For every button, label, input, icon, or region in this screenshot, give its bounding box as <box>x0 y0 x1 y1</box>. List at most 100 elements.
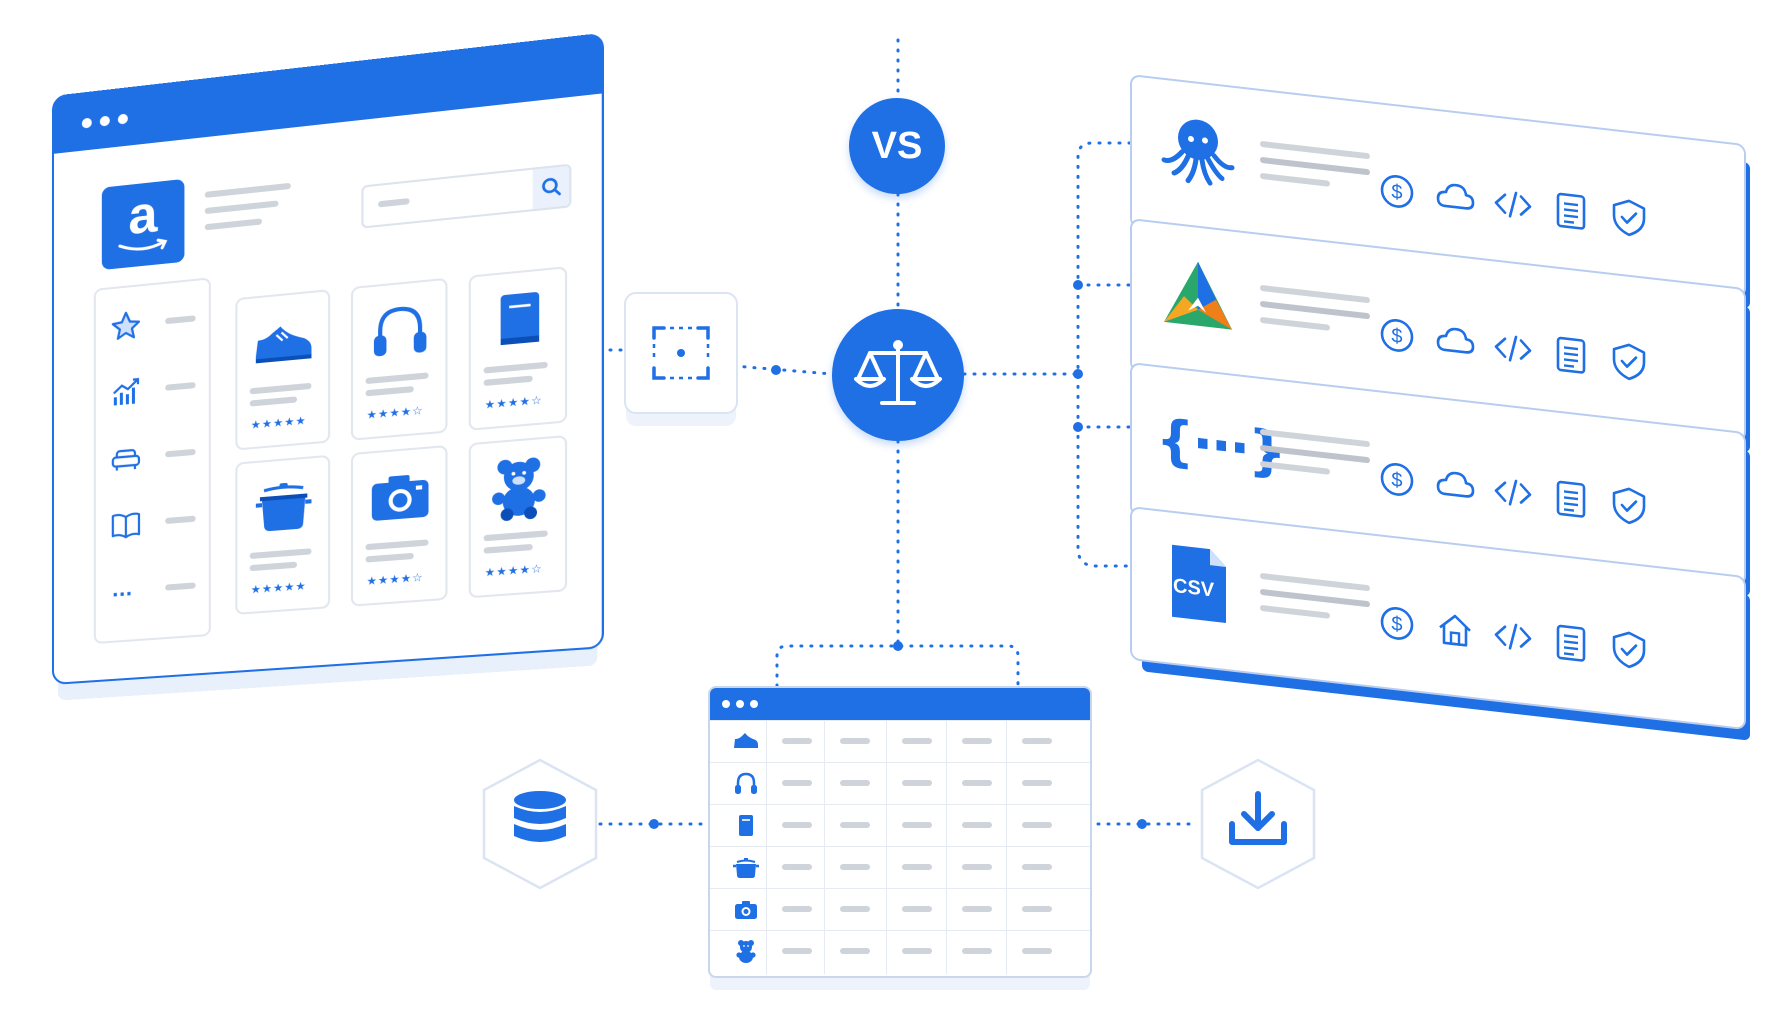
table-row[interactable] <box>710 762 1090 803</box>
shield-check-icon <box>1608 626 1650 673</box>
download-icon <box>1196 756 1320 892</box>
table-cell-placeholder <box>902 738 932 744</box>
database-icon <box>478 756 602 892</box>
sofa-icon <box>110 441 142 476</box>
window-dot <box>722 700 730 708</box>
open-book-icon <box>110 508 142 543</box>
headphones-icon <box>732 770 760 798</box>
camera-icon <box>366 460 435 533</box>
amazon-logo[interactable]: a <box>102 179 185 270</box>
title-placeholder <box>205 183 291 198</box>
product-card[interactable]: ★★★★★ <box>235 455 330 615</box>
sidebar-item-home-goods[interactable] <box>110 432 199 480</box>
product-card[interactable]: ★★★★☆ <box>469 266 567 431</box>
product-rating: ★★★★☆ <box>485 393 543 412</box>
table-cell-placeholder <box>782 780 812 786</box>
table-cell-placeholder <box>840 738 870 744</box>
compare-node[interactable] <box>832 309 964 441</box>
tool-desc-placeholder <box>1260 157 1370 176</box>
table-cell-placeholder <box>902 864 932 870</box>
product-card[interactable]: ★★★★☆ <box>469 435 567 598</box>
table-cell-placeholder <box>962 822 992 828</box>
tool-name-placeholder <box>1260 141 1370 160</box>
cloud-icon <box>1434 175 1476 222</box>
balance-scale-icon <box>832 309 964 441</box>
sidebar-item-trending[interactable] <box>110 366 199 414</box>
document-icon <box>1550 188 1592 235</box>
table-cell-placeholder <box>902 948 932 954</box>
product-title-placeholder <box>366 372 429 384</box>
product-card[interactable]: ★★★★☆ <box>351 445 448 607</box>
table-cell-placeholder <box>782 948 812 954</box>
tool-name-placeholder <box>1260 285 1370 304</box>
book-icon <box>732 812 760 840</box>
table-cell-placeholder <box>782 906 812 912</box>
database-node[interactable] <box>478 756 602 892</box>
table-row[interactable] <box>710 804 1090 845</box>
octopus-logo <box>1156 105 1240 199</box>
download-node[interactable] <box>1196 756 1320 892</box>
product-rating: ★★★★★ <box>251 414 307 432</box>
table-cell-placeholder <box>1022 738 1052 744</box>
csv-file-logo: CSV <box>1156 537 1240 631</box>
table-cell-placeholder <box>962 780 992 786</box>
tool-desc-placeholder <box>1260 317 1330 331</box>
svg-text:$: $ <box>1391 325 1402 348</box>
table-cell-placeholder <box>1022 822 1052 828</box>
product-title-placeholder <box>250 396 297 406</box>
shield-check-icon <box>1608 482 1650 529</box>
code-icon <box>1492 469 1534 516</box>
vs-badge: VS <box>849 98 945 194</box>
product-rating: ★★★★★ <box>251 579 307 596</box>
table-cell-placeholder <box>902 780 932 786</box>
cloud-icon <box>1434 319 1476 366</box>
table-cell-placeholder <box>962 864 992 870</box>
table-row[interactable] <box>710 930 1090 971</box>
product-card[interactable]: ★★★★★ <box>235 289 330 450</box>
storefront-window: a <box>52 33 604 685</box>
teddy-bear-icon <box>484 451 555 525</box>
sidebar-item-label <box>165 582 195 590</box>
title-placeholder <box>205 218 262 230</box>
svg-text:$: $ <box>1391 613 1402 636</box>
table-cell-placeholder <box>782 864 812 870</box>
cooking-pot-icon <box>732 854 760 882</box>
sidebar-item-label <box>165 315 195 324</box>
camera-icon <box>732 896 760 924</box>
sidebar-item-favorites[interactable] <box>110 299 199 348</box>
dollar-icon: $ <box>1376 600 1418 647</box>
sidebar-item-more[interactable]: ... <box>110 566 199 613</box>
csv-label: CSV <box>1173 575 1214 603</box>
product-title-placeholder <box>484 544 533 554</box>
table-row[interactable] <box>710 846 1090 887</box>
search-button[interactable] <box>533 166 570 209</box>
tool-desc-placeholder <box>1260 589 1370 608</box>
product-title-placeholder <box>250 383 312 395</box>
product-rating: ★★★★☆ <box>367 571 424 589</box>
tool-desc-placeholder <box>1260 173 1330 187</box>
more-icon: ... <box>112 579 133 602</box>
document-icon <box>1550 620 1592 667</box>
table-row[interactable] <box>710 720 1090 761</box>
tool-name-placeholder <box>1260 573 1370 592</box>
book-icon <box>484 282 555 357</box>
window-dot <box>736 700 744 708</box>
product-rating: ★★★★☆ <box>485 562 543 580</box>
category-sidebar: ... <box>94 277 211 644</box>
search-placeholder <box>378 198 409 207</box>
shoe-icon <box>250 305 318 379</box>
search-input[interactable] <box>361 164 571 229</box>
table-row[interactable] <box>710 888 1090 929</box>
product-card[interactable]: ★★★★☆ <box>351 278 448 441</box>
sidebar-item-books[interactable] <box>110 499 199 546</box>
capture-node[interactable] <box>624 292 738 414</box>
table-cell-placeholder <box>1022 948 1052 954</box>
tool-desc-placeholder <box>1260 301 1370 320</box>
teddy-bear-icon <box>732 938 760 966</box>
tool-desc-placeholder <box>1260 605 1330 619</box>
sidebar-item-label <box>165 382 195 391</box>
product-title-placeholder <box>484 530 548 541</box>
table-cell-placeholder <box>962 948 992 954</box>
dollar-icon: $ <box>1376 168 1418 215</box>
table-cell-placeholder <box>1022 780 1052 786</box>
